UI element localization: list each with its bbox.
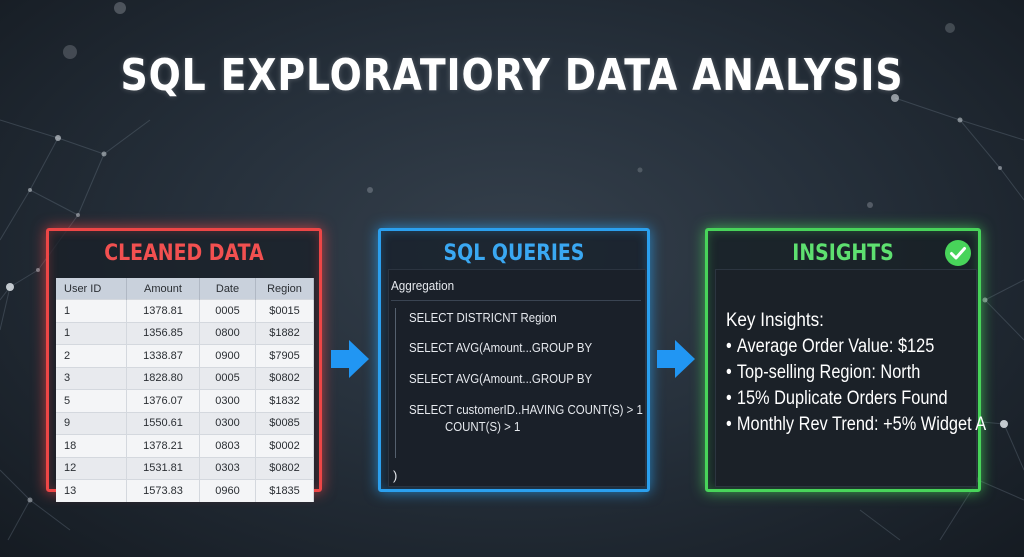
arrow-right-icon xyxy=(657,340,695,378)
table-cell: 9 xyxy=(56,411,127,435)
cleaned-data-table: User ID Amount Date Region 1 1378.81 000… xyxy=(56,278,314,502)
column-header-amount: Amount xyxy=(126,278,200,300)
table-row: 12 1531.81 0303 $0802 xyxy=(56,456,314,480)
table-cell: 0300 xyxy=(199,389,256,412)
table-row: 1 1378.81 0005 $0015 xyxy=(56,299,314,322)
table-row: 1 1356.85 0800 $1882 xyxy=(56,321,314,345)
insights-content: Key Insights: •Average Order Value: $125… xyxy=(715,269,986,487)
cleaned-data-title: CLEANED DATA xyxy=(104,241,264,266)
insights-panel: INSIGHTS Key Insights: •Average Order Va… xyxy=(705,228,986,492)
table-row: 2 1338.87 0900 $7905 xyxy=(56,344,314,367)
table-cell: 0303 xyxy=(199,456,256,480)
code-bracket xyxy=(395,308,396,458)
table-cell: 1378.81 xyxy=(126,299,200,322)
arrow-right-icon xyxy=(331,340,369,378)
table-cell: 0005 xyxy=(199,299,256,322)
bullet: • xyxy=(726,362,732,383)
table-cell: 12 xyxy=(56,456,127,480)
insight-item: •Top-selling Region: North xyxy=(726,362,920,384)
sql-queries-title: SQL QUERIES xyxy=(443,241,585,266)
table-cell: 1531.81 xyxy=(126,456,200,480)
sql-query-line: SELECT customerID..HAVING COUNT(S) > 1 xyxy=(409,402,643,417)
bullet: • xyxy=(726,414,732,435)
table-cell: 2 xyxy=(56,344,127,367)
code-divider xyxy=(391,300,641,301)
table-cell: 0800 xyxy=(199,321,256,345)
table-cell: 1 xyxy=(56,299,127,322)
insight-text: Top-selling Region: North xyxy=(736,362,921,383)
insights-heading: Key Insights: xyxy=(726,310,824,331)
insight-item: •15% Duplicate Orders Found xyxy=(726,388,948,410)
table-cell: $1832 xyxy=(255,389,314,412)
table-cell: $1835 xyxy=(255,479,314,502)
insight-text: Monthly Rev Trend: +5% Widget A xyxy=(736,414,987,435)
bullet: • xyxy=(726,388,732,409)
table-cell: 0900 xyxy=(199,344,256,367)
code-heading: Aggregation xyxy=(391,278,455,293)
table-cell: 0005 xyxy=(199,366,256,390)
column-header-region: Region xyxy=(255,278,314,300)
insight-text: 15% Duplicate Orders Found xyxy=(736,388,948,409)
table-cell: 0803 xyxy=(199,434,256,457)
table-row: 5 1376.07 0300 $1832 xyxy=(56,389,314,412)
table-cell: $0085 xyxy=(255,411,314,435)
code-closing-paren: ) xyxy=(393,468,398,483)
table-cell: $7905 xyxy=(255,344,314,367)
sql-queries-panel: SQL QUERIES Aggregation SELECT DISTRICNT… xyxy=(378,228,650,492)
table-cell: 1376.07 xyxy=(126,389,200,412)
table-cell: $0015 xyxy=(255,299,314,322)
table-cell: 3 xyxy=(56,366,127,390)
insights-title: INSIGHTS xyxy=(792,241,894,266)
table-cell: 0300 xyxy=(199,411,256,435)
table-cell: 1338.87 xyxy=(126,344,200,367)
table-cell: 18 xyxy=(56,434,127,457)
check-circle-icon xyxy=(945,240,971,266)
table-cell: 1356.85 xyxy=(126,321,200,345)
table-row: 18 1378.21 0803 $0002 xyxy=(56,434,314,457)
table-header-row: User ID Amount Date Region xyxy=(56,278,314,300)
sql-query-line: SELECT DISTRICNT Region xyxy=(409,310,557,325)
page-title: SQL EXPLORATIORY DATA ANALYSIS xyxy=(120,50,904,101)
cleaned-data-panel: CLEANED DATA User ID Amount Date Region … xyxy=(46,228,322,502)
table-cell: $1882 xyxy=(255,321,314,345)
table-cell: 1378.21 xyxy=(126,434,200,457)
table-row: 3 1828.80 0005 $0802 xyxy=(56,366,314,390)
table-cell: $0802 xyxy=(255,456,314,480)
sql-query-line: SELECT AVG(Amount...GROUP BY xyxy=(409,340,593,355)
sql-query-line: SELECT AVG(Amount...GROUP BY xyxy=(409,371,593,386)
table-cell: 13 xyxy=(56,479,127,502)
insight-item: •Average Order Value: $125 xyxy=(726,336,934,358)
column-header-date: Date xyxy=(199,278,256,300)
table-cell: 1550.61 xyxy=(126,411,200,435)
table-cell: 1828.80 xyxy=(126,366,200,390)
column-header-user-id: User ID xyxy=(56,278,127,300)
table-cell: 0960 xyxy=(199,479,256,502)
insight-item: •Monthly Rev Trend: +5% Widget A xyxy=(726,414,986,436)
table-cell: 1 xyxy=(56,321,127,345)
table-row: 9 1550.61 0300 $0085 xyxy=(56,411,314,435)
table-cell: 5 xyxy=(56,389,127,412)
table-row: 13 1573.83 0960 $1835 xyxy=(56,479,314,502)
bullet: • xyxy=(726,336,732,357)
sql-code-block: Aggregation SELECT DISTRICNT Region SELE… xyxy=(388,269,646,487)
table-cell: 1573.83 xyxy=(126,479,200,502)
table-cell: $0802 xyxy=(255,366,314,390)
table-cell: $0002 xyxy=(255,434,314,457)
insight-text: Average Order Value: $125 xyxy=(736,336,935,357)
sql-query-line: COUNT(S) > 1 xyxy=(445,419,521,434)
